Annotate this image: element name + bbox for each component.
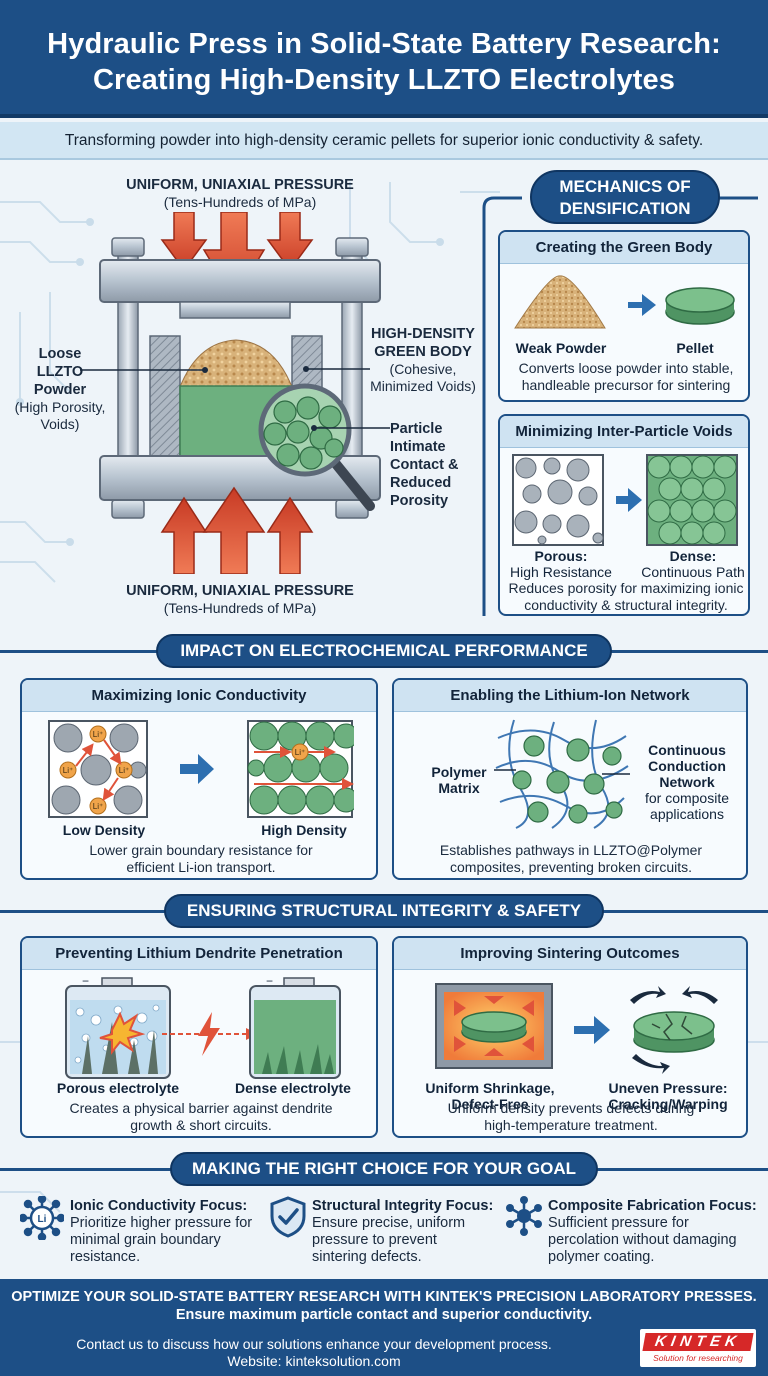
kintek-logo[interactable]: KINTEK Solution for researching	[640, 1329, 756, 1367]
mechanics-bracket	[482, 196, 758, 616]
low-density-label: Low Density	[62, 822, 146, 838]
conductivity-card: Maximizing Ionic Conductivity Li⁺ Li⁺ Li…	[20, 678, 378, 880]
kintek-logo-tagline: Solution for researching	[653, 1353, 743, 1363]
voids-card: Minimizing Inter-Particle Voids Porous: …	[498, 414, 750, 616]
mechanics-title: MECHANICS OF DENSIFICATION	[530, 170, 720, 224]
sintering-comparison-illustration	[435, 983, 718, 1074]
conductivity-description: Lower grain boundary resistance for effi…	[89, 842, 313, 875]
kintek-logo-text: KINTEK	[642, 1333, 754, 1351]
polymer-matrix-label: Polymer Matrix	[431, 764, 487, 796]
network-description: Establishes pathways in LLZTO@Polymer co…	[439, 842, 703, 875]
shield-check-icon	[270, 1196, 306, 1238]
dendrite-card-title: Preventing Lithium Dendrite Penetration	[22, 938, 376, 970]
dense-label: Dense: Continuous Path	[641, 548, 745, 580]
safety-banner: ENSURING STRUCTURAL INTEGRITY & SAFETY	[164, 894, 604, 928]
header-banner: Hydraulic Press in Solid-State Battery R…	[0, 0, 768, 118]
li-ion-label: Li⁺	[93, 730, 103, 739]
impact-banner: IMPACT ON ELECTROCHEMICAL PERFORMANCE	[156, 634, 612, 668]
dendrite-description: Creates a physical barrier against dendr…	[69, 1100, 333, 1133]
dense-electrolyte-label: Dense electrolyte	[235, 1080, 351, 1096]
dendrite-comparison-illustration: − −	[65, 976, 341, 1079]
goal-structural-integrity: Structural Integrity Focus: Ensure preci…	[312, 1198, 494, 1265]
li-ion-label: Li⁺	[63, 766, 73, 775]
green-body-label: HIGH-DENSITY GREEN BODY (Cohesive, Minim…	[370, 326, 476, 394]
bottom-pressure-label: UNIFORM, UNIAXIAL PRESSURE (Tens-Hundred…	[126, 583, 354, 616]
hydraulic-press-diagram	[80, 212, 390, 574]
density-comparison-illustration: Li⁺ Li⁺ Li⁺ Li⁺ Li⁺	[48, 720, 354, 818]
minus-terminal-label: −	[82, 976, 89, 988]
polymer-network-illustration	[494, 719, 630, 829]
atom-li-icon-label: Li	[38, 1214, 47, 1225]
top-pressure-label: UNIFORM, UNIAXIAL PRESSURE (Tens-Hundred…	[126, 177, 354, 210]
particle-contact-label: Particle Intimate Contact & Reduced Poro…	[390, 421, 459, 509]
short-circuit-spark-icon	[99, 1011, 146, 1055]
lightning-icon	[198, 1012, 220, 1056]
atom-li-icon: Li	[20, 1196, 64, 1240]
bottom-pressure-arrows	[160, 486, 314, 574]
porous-vs-dense-illustration	[512, 454, 738, 546]
sintering-card-title: Improving Sintering Outcomes	[394, 938, 746, 970]
conduction-network-label: Continuous Conduction Network for compos…	[644, 742, 730, 822]
network-card-title: Enabling the Lithium-Ion Network	[394, 680, 746, 712]
molecule-network-icon	[506, 1196, 542, 1236]
dendrite-card: Preventing Lithium Dendrite Penetration …	[20, 936, 378, 1138]
high-density-label: High Density	[261, 822, 347, 838]
sintering-description: Uniform density prevents defects during …	[447, 1100, 695, 1133]
goal-ionic-conductivity: Ionic Conductivity Focus: Prioritize hig…	[70, 1198, 253, 1265]
footer-website-link[interactable]: Website: kinteksolution.com	[227, 1353, 401, 1369]
goal-composite-fabrication: Composite Fabrication Focus: Sufficient …	[548, 1198, 757, 1265]
conductivity-card-title: Maximizing Ionic Conductivity	[22, 680, 376, 712]
voids-card-title: Minimizing Inter-Particle Voids	[500, 416, 748, 448]
minus-terminal-label: −	[266, 976, 273, 988]
network-card: Enabling the Lithium-Ion Network Polymer…	[392, 678, 748, 880]
powder-to-pellet-illustration	[514, 275, 735, 329]
pellet-label: Pellet	[676, 340, 714, 356]
li-ion-label: Li⁺	[93, 802, 103, 811]
weak-powder-label: Weak Powder	[515, 340, 607, 356]
voids-description: Reduces porosity for maximizing ionic co…	[508, 580, 744, 613]
li-ion-label: Li⁺	[295, 748, 305, 757]
page-title: Hydraulic Press in Solid-State Battery R…	[47, 28, 721, 96]
green-body-description: Converts loose powder into stable, handl…	[518, 360, 734, 393]
sintering-card: Improving Sintering Outcomes Uniform	[392, 936, 748, 1138]
porous-electrolyte-label: Porous electrolyte	[56, 1080, 180, 1096]
footer-cta-sub: Ensure maximum particle contact and supe…	[175, 1307, 593, 1323]
magnifier-icon	[258, 383, 375, 511]
green-body-card-title: Creating the Green Body	[500, 232, 748, 264]
porous-label: Porous: High Resistance	[510, 548, 612, 580]
footer-cta: OPTIMIZE YOUR SOLID-STATE BATTERY RESEAR…	[11, 1289, 757, 1305]
li-ion-label: Li⁺	[119, 766, 129, 775]
green-body-card: Creating the Green Body Weak Powder Pell…	[498, 230, 750, 402]
uneven-pressure-label: Uneven Pressure: Cracking/Warping	[608, 1080, 728, 1112]
loose-powder-label: Loose LLZTO Powder (High Porosity, Voids…	[14, 346, 106, 432]
footer-contact: Contact us to discuss how our solutions …	[76, 1336, 552, 1352]
page-subtitle: Transforming powder into high-density ce…	[0, 122, 768, 160]
choice-banner: MAKING THE RIGHT CHOICE FOR YOUR GOAL	[170, 1152, 598, 1186]
uniform-shrinkage-label: Uniform Shrinkage, Defect-Free	[425, 1080, 555, 1112]
